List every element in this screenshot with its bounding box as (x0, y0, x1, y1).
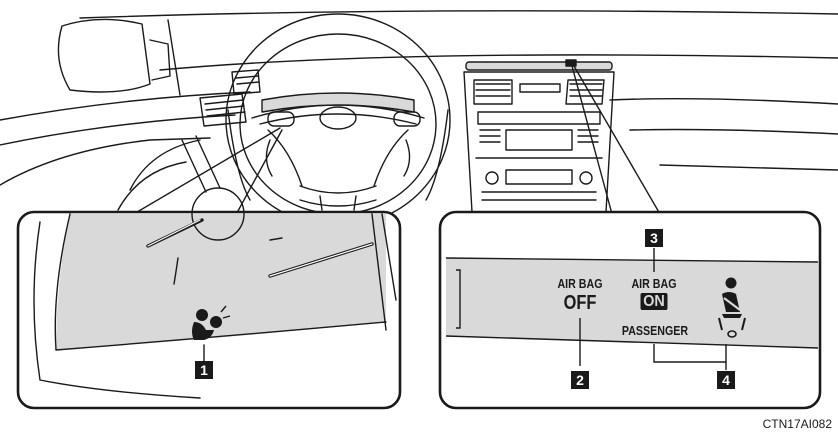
left-leader-line (120, 128, 282, 222)
callout-3: 3 (645, 229, 663, 247)
airbag-off-line2: OFF (560, 292, 599, 315)
callout-1: 1 (195, 361, 213, 379)
side-mirror (58, 19, 150, 92)
airbag-on-line1: AIR BAG (631, 276, 677, 291)
passenger-label: PASSENGER (615, 323, 695, 338)
airbag-on-badge: ON (641, 293, 668, 310)
callout-4: 4 (717, 371, 735, 389)
instrument-cluster (262, 93, 414, 112)
callout-2: 2 (571, 371, 589, 389)
left-air-vent (200, 70, 260, 126)
airbag-on-badge-wrap: ON (629, 293, 679, 311)
airbag-off-line1: AIR BAG (557, 276, 603, 291)
figure-code: CTN17AI082 (763, 417, 832, 431)
door-line (0, 138, 210, 185)
steering-wheel (226, 14, 450, 226)
windshield-line (80, 11, 838, 18)
